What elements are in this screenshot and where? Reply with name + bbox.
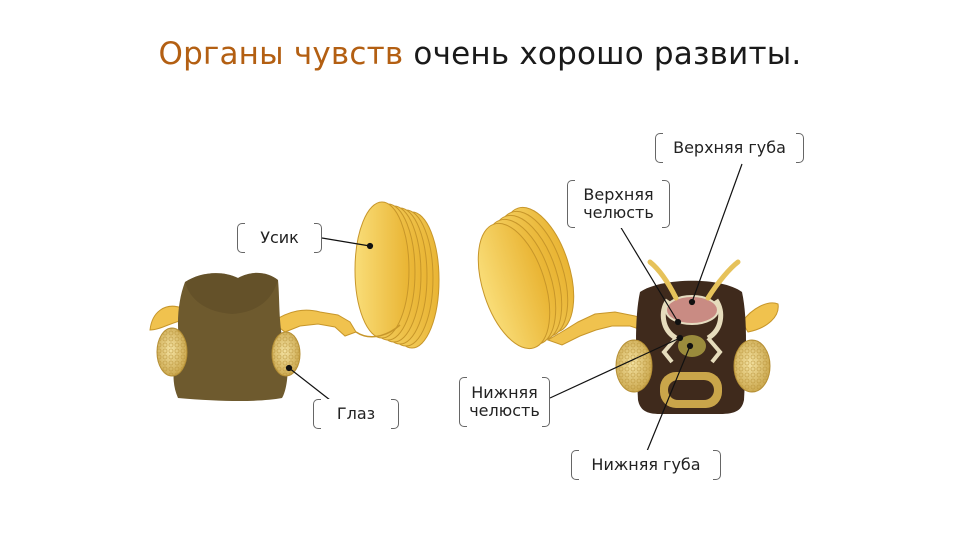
left-antenna-stub <box>149 305 185 331</box>
label-antenna: Усик <box>237 223 322 253</box>
left-head-group <box>149 201 440 401</box>
page-title: Органы чувств очень хорошо развиты. <box>0 36 960 72</box>
label-upper-jaw: Верхняя челюсть <box>567 180 670 228</box>
title-rest: очень хорошо развиты. <box>403 36 802 72</box>
right-antenna-stub <box>741 302 779 333</box>
label-lower-jaw-line2: челюсть <box>469 401 540 420</box>
right-antenna-club <box>477 206 575 350</box>
title-accent: Органы чувств <box>158 36 404 72</box>
label-upper-jaw-line2: челюсть <box>583 203 654 222</box>
label-upper-lip: Верхняя губа <box>655 133 804 163</box>
label-lower-lip-text: Нижняя губа <box>591 454 701 474</box>
leader-lines <box>285 163 743 457</box>
left-antenna-club <box>354 201 440 349</box>
label-eye: Глаз <box>313 399 399 429</box>
label-eye-text: Глаз <box>336 403 376 423</box>
label-lower-lip: Нижняя губа <box>571 450 721 480</box>
label-lower-jaw: Нижняя челюсть <box>459 377 550 427</box>
label-upper-jaw-line1: Верхняя <box>583 184 654 204</box>
left-antenna-segments <box>271 309 357 337</box>
label-lower-jaw-line1: Нижняя <box>471 382 538 402</box>
label-antenna-text: Усик <box>260 227 299 247</box>
label-upper-lip-text: Верхняя губа <box>673 137 786 157</box>
